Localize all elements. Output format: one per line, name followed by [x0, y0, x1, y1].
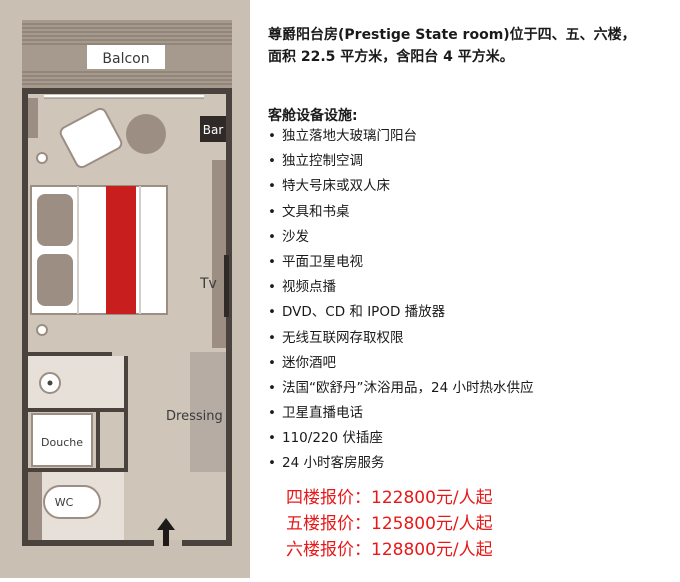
bullet: •: [268, 279, 276, 296]
description-line: 面积 22.5 平方米，含阳台 4 平方米。: [268, 49, 514, 65]
bullet: •: [268, 379, 276, 396]
shower-area: [31, 413, 93, 467]
bullet: •: [268, 253, 276, 270]
price-line: 四楼报价：122800元/人起: [286, 488, 493, 508]
balcony-area: [22, 20, 232, 88]
bullet: •: [268, 178, 276, 195]
list-item: •平面卫星电视: [268, 250, 533, 275]
bullet: •: [268, 329, 276, 346]
tv-label: Tv: [199, 276, 217, 292]
wc-label: WC: [55, 496, 74, 509]
price-line: 六楼报价：128800元/人起: [286, 540, 493, 560]
toilet-icon: [43, 485, 101, 519]
list-item: •24 小时客房服务: [268, 451, 533, 476]
round-table: [126, 114, 166, 154]
list-item: •迷你酒吧: [268, 351, 533, 376]
balcony-label-box: [87, 45, 165, 69]
bullet: •: [268, 228, 276, 245]
price-list: 四楼报价：122800元/人起 五楼报价：125800元/人起 六楼报价：128…: [286, 485, 493, 563]
sink-icon: [39, 372, 61, 394]
features-title: 客舱设备设施:: [268, 108, 358, 124]
list-item: •DVD、CD 和 IPOD 播放器: [268, 300, 533, 325]
desk: [212, 160, 226, 348]
list-item: •文具和书桌: [268, 200, 533, 225]
bar-label: Bar: [203, 123, 224, 137]
bed-icon: [30, 185, 168, 315]
balcony-label: Balcon: [102, 51, 149, 67]
lamp-icon: [36, 152, 48, 164]
room-info: 尊爵阳台房(Prestige State room)位于四、五、六楼， 面积 2…: [262, 0, 680, 578]
list-item: •特大号床或双人床: [268, 174, 533, 199]
dressing-area: [190, 352, 226, 472]
armchair-icon: [59, 107, 123, 169]
list-item: •沙发: [268, 225, 533, 250]
bullet: •: [268, 354, 276, 371]
entrance-arrow-icon: [157, 518, 175, 546]
list-item: •无线互联网存取权限: [268, 326, 533, 351]
list-item: •视频点播: [268, 275, 533, 300]
bullet: •: [268, 405, 276, 422]
dressing-label: Dressing: [166, 409, 223, 424]
list-item: •独立落地大玻璃门阳台: [268, 124, 533, 149]
bullet: •: [268, 153, 276, 170]
tv-icon: [224, 255, 229, 317]
features-list: •独立落地大玻璃门阳台 •独立控制空调 •特大号床或双人床 •文具和书桌 •沙发…: [268, 124, 533, 477]
description-line: 尊爵阳台房(Prestige State room)位于四、五、六楼，: [268, 27, 636, 43]
bullet: •: [268, 455, 276, 472]
bathroom-walls: [28, 352, 128, 472]
list-item: •法国“欧舒丹”沐浴用品，24 小时热水供应: [268, 376, 533, 401]
list-item: •110/220 伏插座: [268, 426, 533, 451]
glass-door: [44, 95, 204, 98]
bullet: •: [268, 430, 276, 447]
pillow: [37, 194, 73, 246]
floor-plan: Balcon Bar: [0, 0, 250, 578]
floor-plan-drawing: Balcon Bar: [0, 0, 250, 578]
bar-counter: [200, 116, 226, 142]
pillow: [37, 254, 73, 306]
shower-label: Douche: [41, 436, 83, 449]
room-description: 尊爵阳台房(Prestige State room)位于四、五、六楼， 面积 2…: [268, 24, 678, 68]
bullet: •: [268, 203, 276, 220]
bed-runner: [106, 186, 136, 314]
list-item: •独立控制空调: [268, 149, 533, 174]
bullet: •: [268, 304, 276, 321]
price-line: 五楼报价：125800元/人起: [286, 514, 493, 534]
list-item: •卫星直播电话: [268, 401, 533, 426]
bullet: •: [268, 128, 276, 144]
lamp-icon: [36, 324, 48, 336]
